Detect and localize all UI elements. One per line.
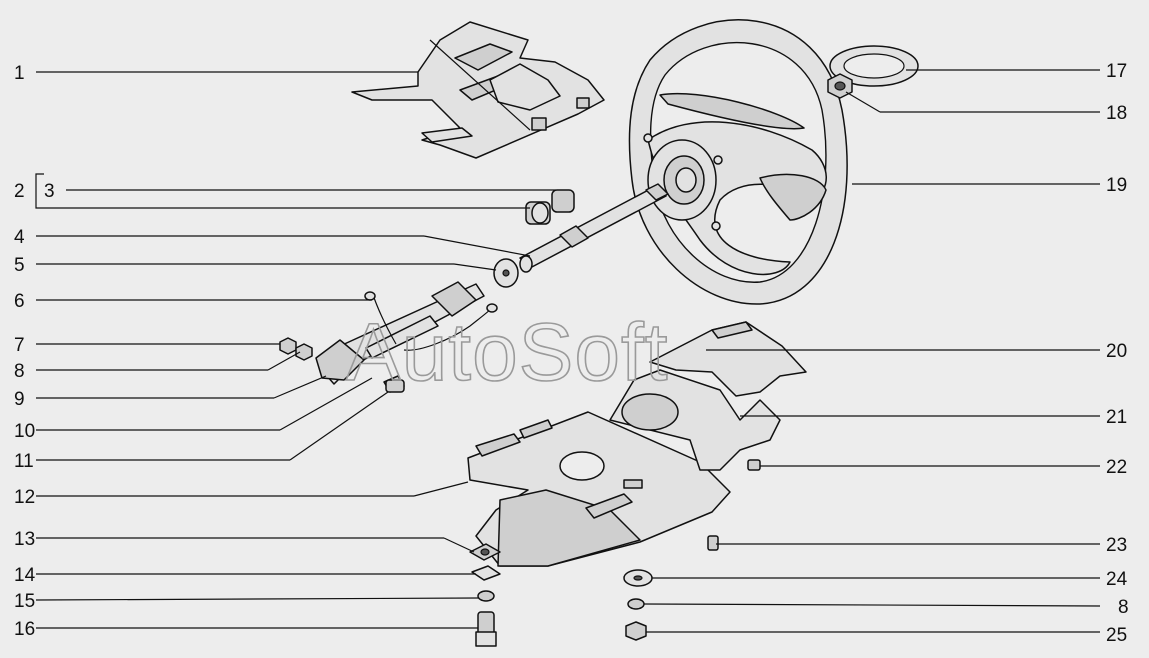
lower-shroud-part [609, 369, 781, 471]
group-bracket [35, 173, 44, 209]
callout-8: 8 [14, 361, 25, 382]
callout-12: 12 [14, 487, 35, 508]
callout-19: 19 [1106, 175, 1127, 196]
leader-lines-right [643, 69, 1101, 633]
column-bracket-part [467, 411, 731, 567]
callout-5: 5 [14, 255, 25, 276]
watermark: AutoSoft [346, 307, 669, 398]
callout-1: 1 [14, 63, 25, 84]
lock-washer-part [627, 598, 645, 610]
horn-plate-part [829, 45, 919, 87]
small-nut-part [279, 337, 313, 361]
callout-23: 23 [1106, 535, 1127, 556]
bolt-part [475, 611, 497, 647]
callout-20: 20 [1106, 341, 1127, 362]
callout-10: 10 [14, 421, 35, 442]
square-washer-part [471, 565, 501, 581]
callout-22: 22 [1106, 457, 1127, 478]
steering-shaft-part [519, 183, 669, 273]
callout-2: 2 [14, 181, 25, 202]
wheel-nut-part [827, 73, 853, 99]
callout-7: 7 [14, 335, 25, 356]
callout-9: 9 [14, 389, 25, 410]
callout-25: 25 [1106, 625, 1127, 646]
leader-lines-left [35, 71, 556, 629]
callout-14: 14 [14, 565, 36, 586]
callout-18: 18 [1106, 103, 1127, 124]
callout-13: 13 [14, 529, 35, 550]
spring-washer-part [477, 590, 495, 602]
shaft-washer-part [493, 258, 519, 288]
clip-nut-part [469, 543, 501, 561]
callout-21: 21 [1106, 407, 1127, 428]
bearing-part [525, 189, 575, 225]
callout-8-right: 8 [1118, 597, 1129, 618]
upper-bracket-part [351, 21, 605, 159]
hex-nut-part [625, 621, 647, 641]
screw-part [385, 379, 761, 551]
callouts-right: 17 18 19 20 21 22 23 24 8 25 [1106, 61, 1129, 646]
callout-6: 6 [14, 291, 25, 312]
flat-washer-part [623, 569, 653, 587]
steering-wheel-part [628, 19, 848, 305]
callout-16: 16 [14, 619, 35, 640]
intermediate-shaft-part [315, 281, 498, 393]
callout-15: 15 [14, 591, 35, 612]
upper-shroud-part [649, 321, 807, 397]
callout-11: 11 [14, 451, 34, 472]
callout-4: 4 [14, 227, 25, 248]
callout-17: 17 [1106, 61, 1127, 82]
callouts-left: 1 2 3 4 5 6 7 8 9 10 11 12 13 14 15 16 [14, 63, 55, 640]
callout-24: 24 [1106, 569, 1128, 590]
callout-3: 3 [44, 181, 55, 202]
